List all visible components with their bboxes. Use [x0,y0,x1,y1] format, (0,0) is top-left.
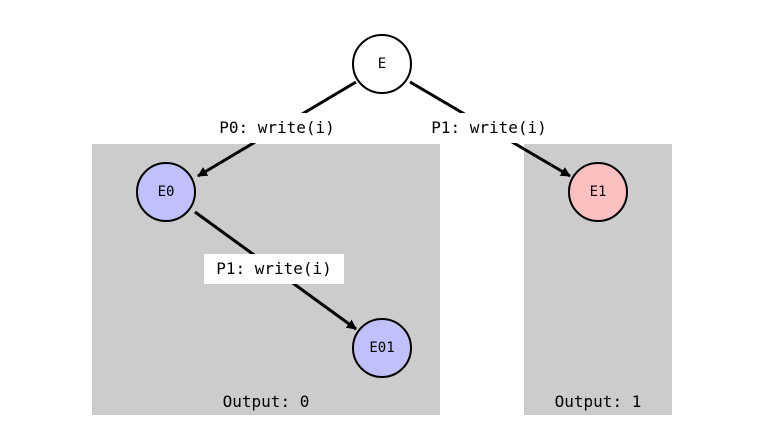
node-e0: E0 [136,162,196,222]
edge-label-e0-to-e01: P1: write(i) [204,254,344,284]
node-e1: E1 [568,162,628,222]
output-label-right: Output: 1 [554,392,642,411]
edge-label-e-to-e1: P1: write(i) [418,113,560,143]
node-e01: E01 [352,318,412,378]
node-e: E [352,34,412,94]
edge-label-e-to-e0: P0: write(i) [206,113,348,143]
output-label-left: Output: 0 [222,392,310,411]
